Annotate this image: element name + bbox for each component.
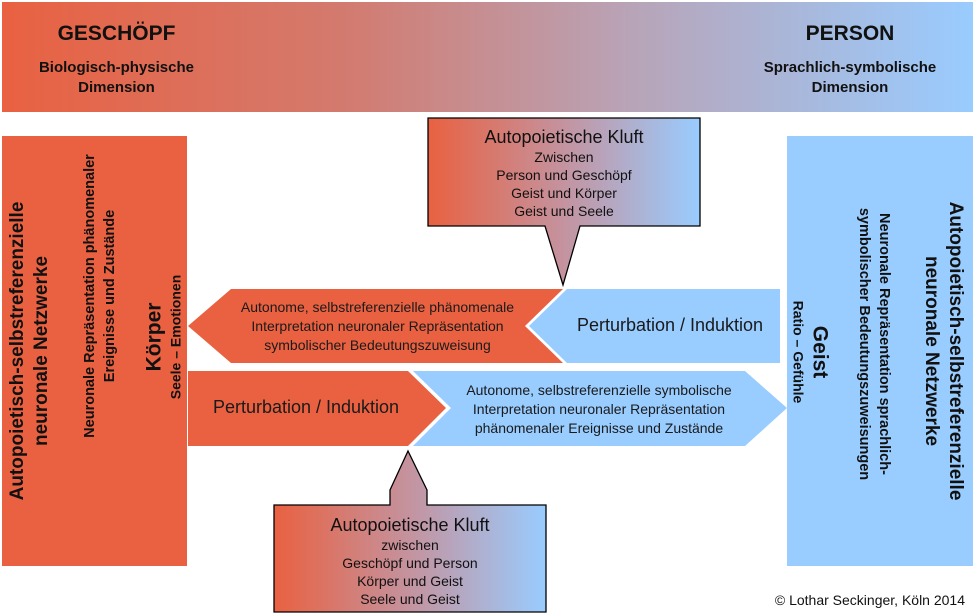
arrow-text-line: Interpretation neuronaler Repräsentation: [472, 401, 726, 417]
callout-title: Autopoietische Kluft: [484, 127, 644, 147]
callout-title: Autopoietische Kluft: [330, 515, 490, 535]
geschoepf-subtitle-line: Biologisch-physische: [38, 59, 195, 76]
person-subtitle-line: Sprachlich-symbolische: [763, 59, 937, 76]
person-title: PERSON: [805, 22, 895, 45]
callout-line: Person und Geschöpf: [496, 167, 632, 183]
arrow-text-line: Autonome, selbstreferenzielle symbolisch…: [466, 382, 732, 398]
callout-line: Körper und Geist: [357, 573, 463, 589]
arrow-upper-left-text: Autonome, selbstreferenzielle phänomenal…: [205, 298, 550, 355]
arrow-text-line: Interpretation neuronaler Repräsentation: [251, 318, 504, 334]
geschoepf-subtitle: Biologisch-physische Dimension: [4, 58, 229, 98]
callout-top: Autopoietische Kluft Zwischen Person und…: [428, 126, 700, 220]
callout-bottom-shape: [273, 449, 547, 613]
copyright-notice: © Lothar Seckinger, Köln 2014: [774, 592, 965, 608]
geschoepf-subtitle-line: Dimension: [78, 79, 155, 96]
callout-line: Geist und Seele: [514, 203, 614, 219]
callout-line: Zwischen: [534, 149, 594, 165]
arrow-lower-right-text: Autonome, selbstreferenzielle symbolisch…: [435, 381, 763, 438]
arrow-text-line: symbolischer Bedeutungszuweisung: [264, 337, 491, 353]
callout-line: Geist und Körper: [511, 185, 617, 201]
arrow-lower-right-shape: [413, 371, 787, 446]
callout-top-shape: [427, 117, 701, 288]
arrow-upper-right-shape: [529, 289, 780, 363]
koerper-panel: [2, 136, 187, 566]
arrow-upper-left-shape: [188, 289, 563, 363]
arrow-text-line: phänomenaler Ereignisse und Zustände: [474, 420, 724, 436]
callout-line: Seele und Geist: [360, 591, 460, 607]
arrow-upper-right-text: Perturbation / Induktion: [576, 315, 764, 335]
arrow-text-line: Autonome, selbstreferenzielle phänomenal…: [240, 299, 515, 315]
geschoepf-title: GESCHÖPF: [57, 22, 176, 45]
callout-bottom: Autopoietische Kluft zwischen Geschöpf u…: [274, 514, 546, 608]
person-subtitle: Sprachlich-symbolische Dimension: [735, 58, 965, 98]
dimension-header-bar: GESCHÖPF Biologisch-physische Dimension …: [2, 2, 973, 112]
callout-line: zwischen: [381, 537, 439, 553]
callout-line: Geschöpf und Person: [342, 555, 478, 571]
person-subtitle-line: Dimension: [811, 79, 889, 96]
arrow-lower-left-shape: [188, 371, 446, 446]
geist-panel: [787, 136, 973, 566]
arrow-lower-left-text: Perturbation / Induktion: [212, 397, 400, 417]
